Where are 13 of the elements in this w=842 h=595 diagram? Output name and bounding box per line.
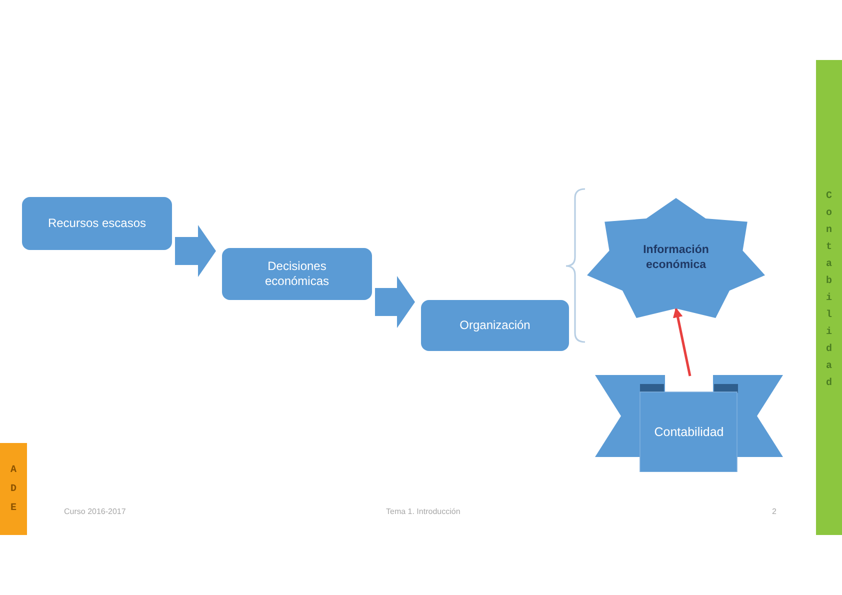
process-box: Organización: [421, 300, 569, 351]
process-box: Decisiones económicas: [222, 248, 372, 300]
footer-text: Curso 2016-2017: [64, 507, 126, 516]
ribbon-banner: Contabilidad: [595, 375, 783, 472]
block-arrow: [375, 276, 415, 328]
vertical-tab: Contabilidad: [816, 60, 842, 535]
page-number: 2: [772, 507, 776, 516]
process-box: Recursos escasos: [22, 197, 172, 250]
star-burst: Información económica: [587, 198, 765, 318]
arrow: [672, 308, 692, 376]
block-arrow: [175, 225, 216, 277]
vertical-tab: ADE: [0, 443, 27, 535]
footer-text: Tema 1. Introducción: [386, 507, 460, 516]
